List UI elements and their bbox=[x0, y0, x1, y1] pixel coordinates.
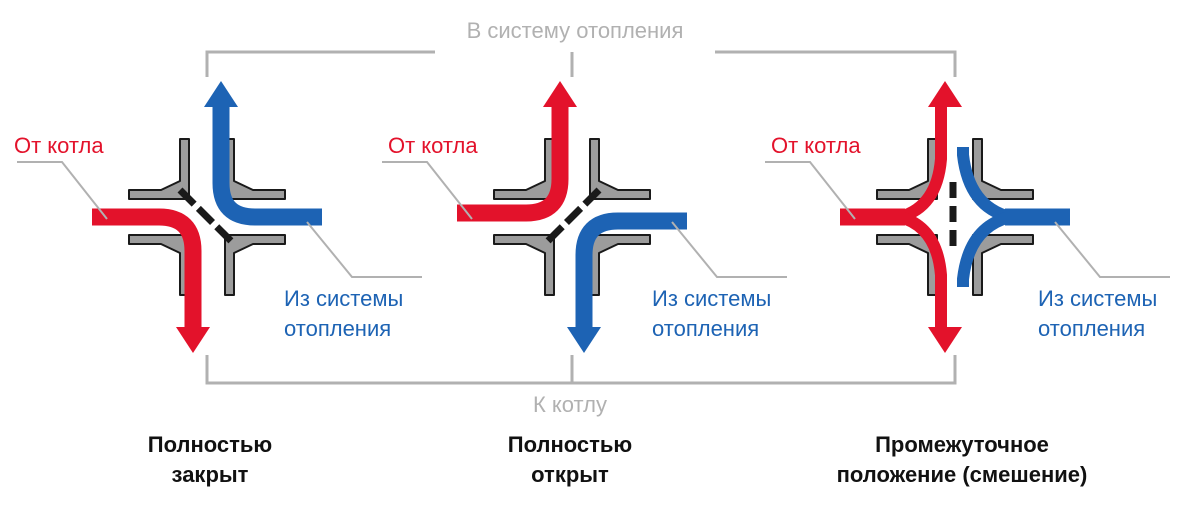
valve-disc bbox=[542, 187, 602, 247]
caption-line2: открыт bbox=[531, 462, 609, 487]
caption-line1: Промежуточное bbox=[875, 432, 1049, 457]
valves bbox=[17, 81, 1170, 353]
hot-flow-up bbox=[840, 107, 947, 223]
frame-top-line bbox=[205, 50, 435, 77]
valve-body-quadrant bbox=[972, 234, 1034, 296]
from-system-label: Из системы отопления bbox=[652, 284, 771, 344]
valve-body-quadrant bbox=[589, 234, 651, 296]
valve-caption: Полностью закрыт bbox=[60, 430, 360, 490]
hot-flow bbox=[457, 107, 569, 222]
valve-body-quadrant bbox=[972, 138, 1034, 200]
valve-mixing bbox=[765, 81, 1170, 353]
to-heating-system-label: В систему отопления bbox=[466, 18, 684, 43]
valve-body-quadrant bbox=[128, 234, 190, 296]
from-boiler-leader bbox=[382, 161, 473, 220]
from-system-label-line2: отопления bbox=[284, 316, 392, 341]
valve-closed bbox=[17, 81, 422, 353]
from-system-leader bbox=[671, 221, 787, 278]
from-system-label: Из системы отопления bbox=[284, 284, 403, 344]
from-system-label: Из системы отопления bbox=[1038, 284, 1157, 344]
frame-bottom-line bbox=[205, 355, 957, 385]
valve-body-quadrant bbox=[589, 138, 651, 200]
valve-disc bbox=[177, 187, 237, 247]
caption-line1: Полностью bbox=[507, 432, 633, 457]
valve-body-quadrant bbox=[128, 138, 190, 200]
from-boiler-leader bbox=[765, 161, 856, 220]
arrow-up-icon bbox=[928, 81, 962, 107]
from-system-label-line1: Из системы bbox=[284, 286, 404, 311]
arrow-down-icon bbox=[176, 327, 210, 353]
from-boiler-label: От котла bbox=[388, 133, 478, 158]
from-system-leader bbox=[306, 221, 422, 278]
hot-flow-down bbox=[898, 211, 947, 327]
from-boiler-leader bbox=[17, 161, 108, 220]
arrow-down-icon bbox=[567, 327, 601, 353]
to-boiler-label: К котлу bbox=[533, 392, 607, 417]
from-system-label-line2: отопления bbox=[652, 316, 760, 341]
arrow-up-icon bbox=[204, 81, 238, 107]
valve-caption: Полностью открыт bbox=[420, 430, 720, 490]
caption-line2: закрыт bbox=[171, 462, 249, 487]
caption-line1: Полностью bbox=[147, 432, 273, 457]
from-system-label-line1: Из системы bbox=[1038, 286, 1158, 311]
arrow-down-icon bbox=[928, 327, 962, 353]
from-system-leader bbox=[1054, 221, 1170, 278]
valve-caption: Промежуточное положение (смешение) bbox=[812, 430, 1112, 490]
cold-flow-down bbox=[957, 211, 1012, 287]
valve-body-quadrant bbox=[493, 234, 555, 296]
hot-flow bbox=[92, 208, 202, 327]
frame-top-line bbox=[715, 50, 957, 77]
arrow-up-icon bbox=[543, 81, 577, 107]
valve-open bbox=[382, 81, 787, 353]
from-boiler-label: От котла bbox=[771, 133, 861, 158]
from-boiler-label: От котла bbox=[14, 133, 104, 158]
valve-body-quadrant bbox=[224, 234, 286, 296]
cold-flow bbox=[212, 107, 322, 226]
valve-body-quadrant bbox=[493, 138, 555, 200]
valve-body-quadrant bbox=[224, 138, 286, 200]
cold-flow bbox=[575, 212, 687, 327]
from-system-label-line1: Из системы bbox=[652, 286, 772, 311]
connecting-frame bbox=[205, 50, 957, 385]
from-system-label-line2: отопления bbox=[1038, 316, 1146, 341]
caption-line2: положение (смешение) bbox=[836, 462, 1088, 487]
